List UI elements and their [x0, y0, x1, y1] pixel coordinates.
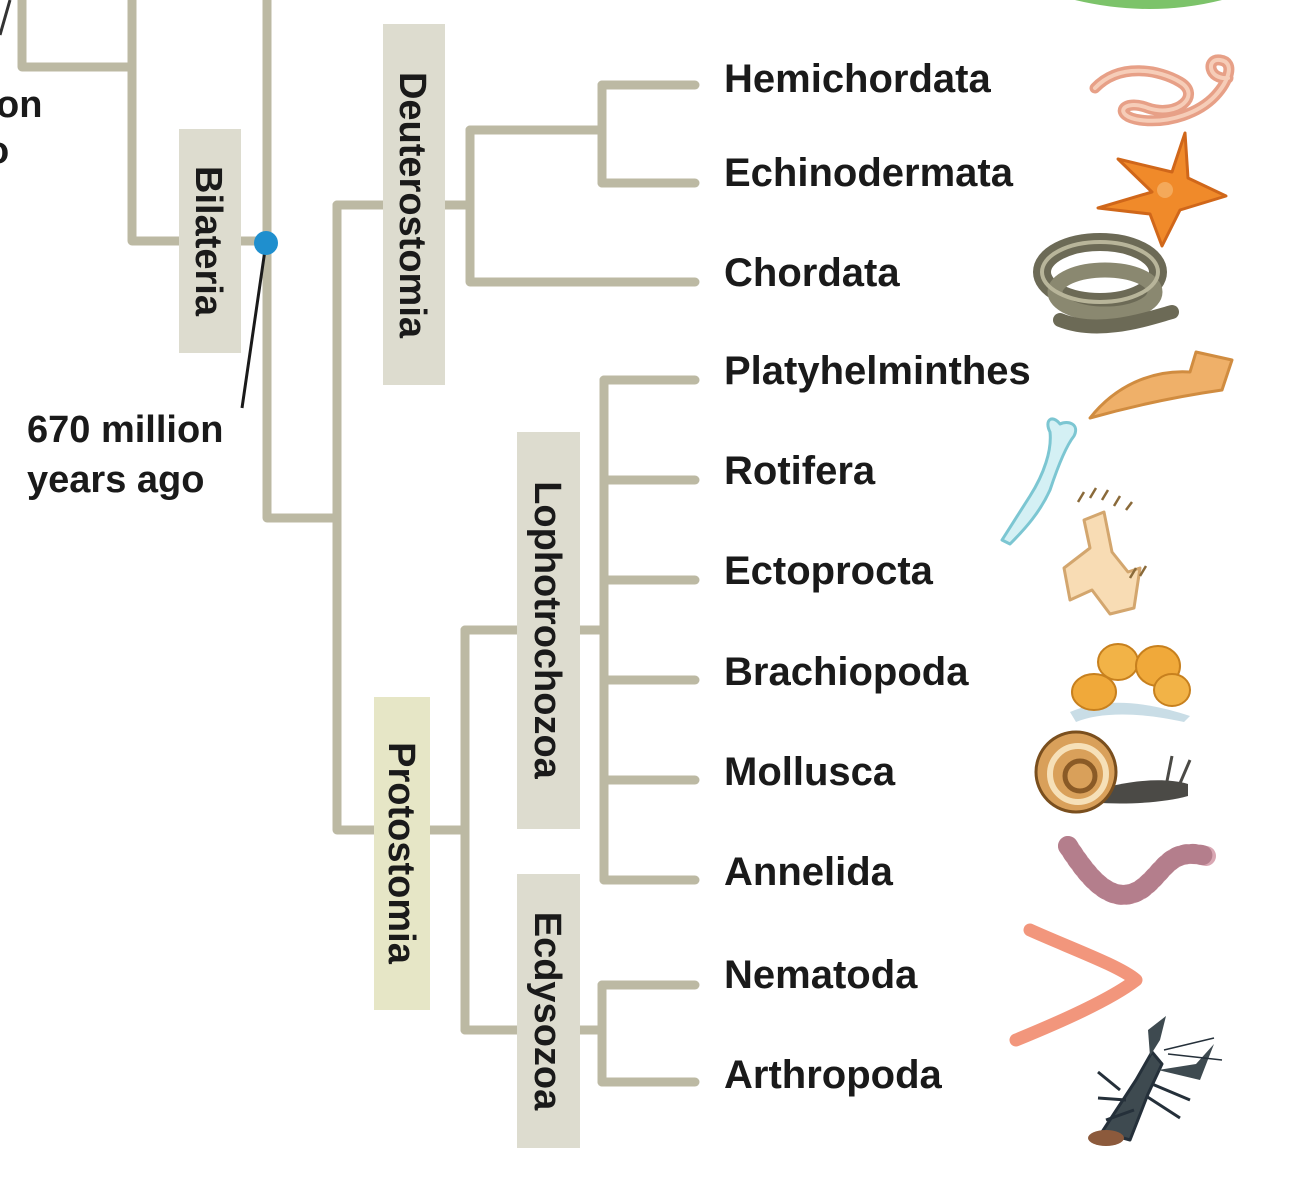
svg-text:Ecdysozoa: Ecdysozoa: [526, 912, 568, 1111]
taxon-label-nematoda: Nematoda: [724, 953, 918, 997]
snake-icon: [1033, 233, 1179, 334]
taxon-label-arthropoda: Arthropoda: [724, 1053, 943, 1097]
earthworm-icon: [1058, 836, 1216, 905]
bryozoan-icon: [1062, 487, 1148, 616]
branch-deuterostomia-node: [465, 125, 700, 287]
cut-leaf-shape: [1075, 0, 1222, 9]
cut-text-line-1: on: [0, 84, 42, 126]
clade-label-protostomia: Protostomia: [374, 697, 430, 1010]
sea-star-icon: [1096, 131, 1228, 248]
taxon-label-ectoprocta: Ectoprocta: [724, 549, 934, 593]
divergence-pointer-line: [240, 242, 268, 409]
branch-cut-left: [17, 0, 137, 72]
divergence-note-line-1: 670 million: [27, 409, 223, 451]
divergence-note-line-2: years ago: [27, 459, 204, 501]
clade-label-deuterostomia: Deuterostomia: [383, 24, 445, 385]
clade-label-bilateria: Bilateria: [179, 129, 241, 353]
cut-pointer-line: [0, 0, 12, 36]
svg-text:Deuterostomia: Deuterostomia: [391, 72, 433, 339]
svg-text:Protostomia: Protostomia: [380, 742, 422, 965]
svg-text:Bilateria: Bilateria: [187, 166, 229, 317]
svg-text:Lophotrochozoa: Lophotrochozoa: [526, 481, 568, 779]
taxon-label-hemichordata: Hemichordata: [724, 57, 991, 101]
roundworm-icon: [1009, 923, 1143, 1047]
taxon-labels: Hemichordata Echinodermata Chordata Plat…: [724, 57, 1031, 1097]
taxon-label-brachiopoda: Brachiopoda: [724, 650, 969, 694]
rotifer-icon: [1000, 417, 1077, 546]
clade-label-lophotrochozoa: Lophotrochozoa: [517, 432, 580, 829]
taxon-label-mollusca: Mollusca: [724, 750, 896, 794]
brachiopod-icon: [1070, 643, 1191, 722]
taxon-label-annelida: Annelida: [724, 850, 894, 894]
branch-bilateria: [262, 0, 342, 523]
cut-text-line-2: o: [0, 130, 9, 172]
snail-icon: [1034, 730, 1192, 814]
taxon-label-echinodermata: Echinodermata: [724, 151, 1014, 195]
tree-branches: [17, 0, 700, 1087]
clade-label-ecdysozoa: Ecdysozoa: [517, 874, 580, 1148]
taxon-label-platyhelminthes: Platyhelminthes: [724, 349, 1031, 393]
acorn-worm-icon: [1089, 54, 1235, 127]
taxon-label-chordata: Chordata: [724, 251, 900, 295]
flatworm-icon: [1088, 350, 1234, 420]
crayfish-icon: [1088, 1016, 1223, 1146]
divergence-node-marker: [254, 231, 278, 255]
taxon-label-rotifera: Rotifera: [724, 449, 876, 493]
